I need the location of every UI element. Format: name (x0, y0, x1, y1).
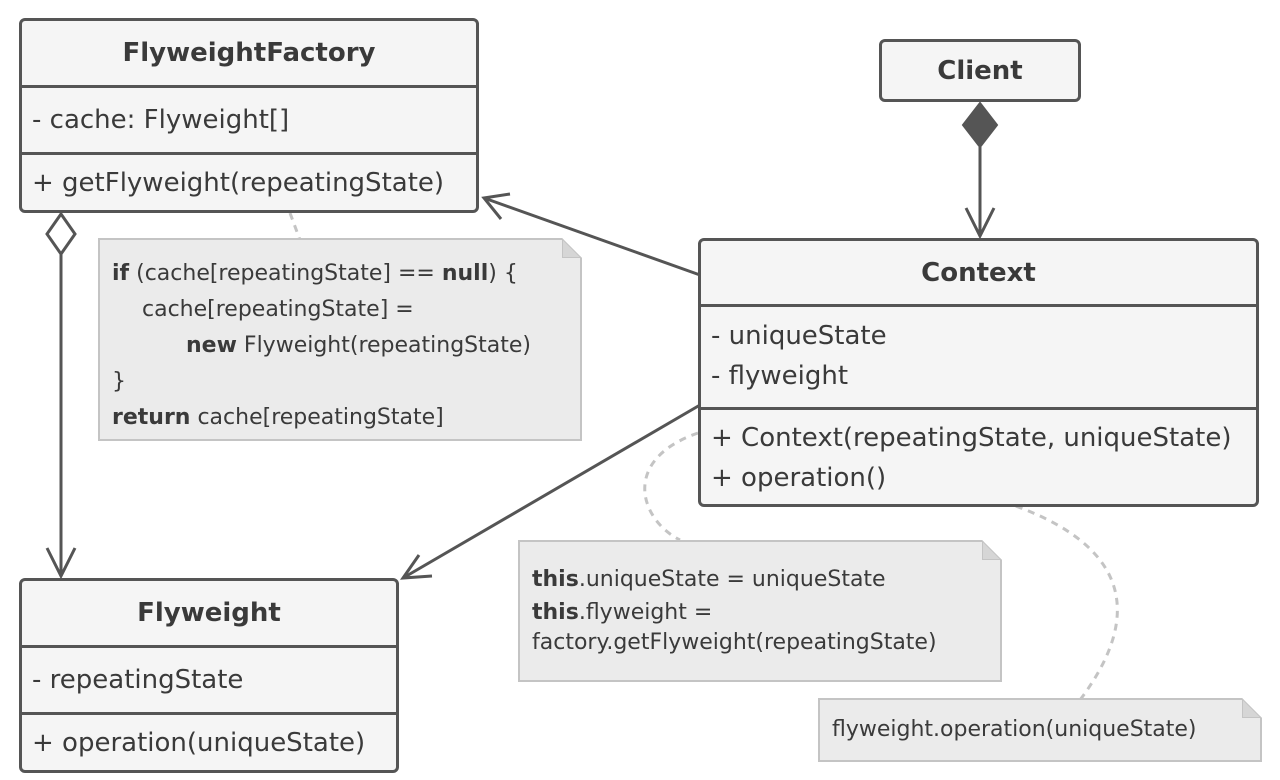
composition-arrowhead (964, 207, 996, 240)
field: - repeatingState (32, 665, 244, 695)
note-connector-constructor (643, 431, 699, 542)
client-class[interactable]: Client (879, 39, 1081, 102)
class-name: Flyweight (22, 581, 396, 648)
class-name: Client (937, 55, 1023, 86)
composition-diamond (961, 101, 999, 149)
field: - flyweight (711, 361, 849, 391)
context-constructor-note: this.uniqueState = uniqueState this.flyw… (518, 540, 1002, 682)
method: + operation(uniqueState) (32, 728, 366, 758)
note-line: cache[repeatingState] = (142, 297, 414, 322)
methods-section: + getFlyweight(repeatingState) (22, 152, 476, 210)
factory-code-note: if (cache[repeatingState] == null) { cac… (98, 238, 582, 441)
methods-section: + operation(uniqueState) (22, 712, 396, 770)
association-arrowhead (399, 554, 433, 580)
note-fold (1242, 698, 1262, 718)
aggregation-arrowhead (45, 547, 77, 580)
note-line: new Flyweight(repeatingState) (186, 333, 531, 358)
association-line (402, 403, 701, 580)
association-arrowhead (481, 192, 511, 220)
flyweight-class[interactable]: Flyweight - repeatingState + operation(u… (19, 578, 399, 773)
note-connector-factory (288, 212, 302, 241)
class-name: FlyweightFactory (22, 21, 476, 88)
field: - cache: Flyweight[] (32, 105, 290, 135)
method: + operation() (711, 463, 887, 493)
fields-section: - uniqueState - flyweight (701, 307, 1256, 407)
context-factory-association (481, 192, 701, 277)
fields-section: - cache: Flyweight[] (22, 88, 476, 152)
note-line: factory.getFlyweight(repeatingState) (532, 630, 937, 655)
note-line: flyweight.operation(uniqueState) (832, 717, 1197, 742)
methods-section: + Context(repeatingState, uniqueState) +… (701, 407, 1256, 504)
field: - uniqueState (711, 321, 887, 351)
method: + Context(repeatingState, uniqueState) (711, 423, 1232, 453)
client-context-composition (961, 101, 999, 240)
note-line: } (112, 369, 126, 394)
context-class[interactable]: Context - uniqueState - flyweight + Cont… (698, 238, 1259, 507)
aggregation-diamond (45, 211, 77, 257)
note-fold (562, 238, 582, 258)
class-name: Context (701, 241, 1256, 307)
note-line: this.uniqueState = uniqueState (532, 567, 886, 592)
flyweight-factory-class[interactable]: FlyweightFactory - cache: Flyweight[] + … (19, 18, 479, 213)
note-line: return cache[repeatingState] (112, 405, 444, 430)
context-operation-note: flyweight.operation(uniqueState) (818, 698, 1262, 762)
note-line: this.flyweight = (532, 600, 713, 625)
association-line (483, 196, 701, 277)
context-flyweight-association (399, 403, 701, 580)
note-fold (982, 540, 1002, 560)
method: + getFlyweight(repeatingState) (32, 168, 445, 198)
factory-flyweight-aggregation (45, 211, 77, 580)
note-line: if (cache[repeatingState] == null) { (112, 261, 518, 286)
fields-section: - repeatingState (22, 648, 396, 712)
